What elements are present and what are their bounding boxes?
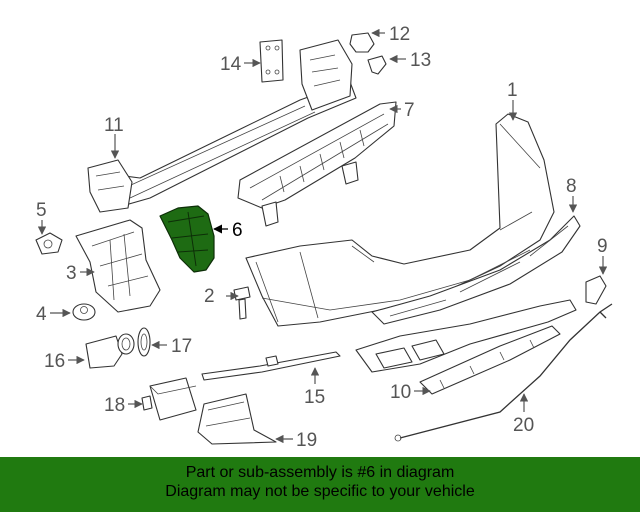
part-6-bracket-highlighted: [159, 205, 215, 273]
part-18-control-module: [141, 377, 197, 421]
part-17-sensor-ring: [137, 327, 151, 357]
part-16-sensor: [85, 333, 135, 369]
part-12-cap: [349, 32, 375, 53]
callout-11: 11: [104, 115, 124, 136]
part-8-lower-trim: [371, 215, 581, 325]
callout-3: 3: [66, 263, 77, 284]
part-13-clip: [367, 55, 387, 75]
info-banner: Part or sub-assembly is #6 in diagram Di…: [0, 457, 640, 512]
part-11-reinforcement-bar: [87, 39, 357, 213]
callout-13: 13: [410, 50, 431, 71]
part-20-wiring-harness: [394, 303, 613, 442]
callout-12: 12: [389, 24, 410, 45]
callout-5: 5: [36, 200, 47, 221]
callout-9: 9: [597, 236, 608, 257]
callout-20: 20: [513, 415, 534, 436]
leader-lines: [37, 28, 608, 444]
callout-4: 4: [36, 304, 47, 325]
part-15-molding-strip: [201, 351, 341, 381]
callout-19: 19: [296, 430, 317, 451]
callout-labels: 1 2 3 4 5 6 7 8 9 10 11 12 13 14 15 16 1…: [36, 24, 608, 451]
banner-line-2: Diagram may not be specific to your vehi…: [165, 483, 475, 500]
callout-7: 7: [404, 100, 415, 121]
callout-17: 17: [171, 336, 192, 357]
callout-2: 2: [204, 286, 215, 307]
callout-10: 10: [390, 382, 411, 403]
banner-line-1: Part or sub-assembly is #6 in diagram: [185, 464, 455, 481]
part-2-bolt: [233, 286, 251, 320]
part-10-support-bracket: [419, 325, 561, 395]
part-3-side-bracket: [75, 219, 161, 313]
part-9-reflector: [585, 275, 607, 305]
callout-18: 18: [104, 395, 125, 416]
part-4-push-nut: [72, 303, 96, 321]
part-5-nut: [35, 232, 63, 255]
callout-16: 16: [44, 351, 65, 372]
part-19-bracket-panel: [197, 393, 277, 445]
part-diffuser: [355, 299, 577, 373]
callout-14: 14: [220, 54, 242, 75]
part-7-energy-absorber: [237, 101, 397, 227]
part-1-bumper-cover: [245, 113, 555, 327]
callout-15: 15: [304, 387, 325, 408]
callout-1: 1: [507, 80, 518, 101]
callout-8: 8: [566, 176, 577, 197]
parts-diagram: 1 2 3 4 5 6 7 8 9 10 11 12 13 14 15 16 1…: [35, 24, 613, 451]
part-14-plate: [259, 39, 284, 83]
callout-6: 6: [232, 220, 243, 241]
